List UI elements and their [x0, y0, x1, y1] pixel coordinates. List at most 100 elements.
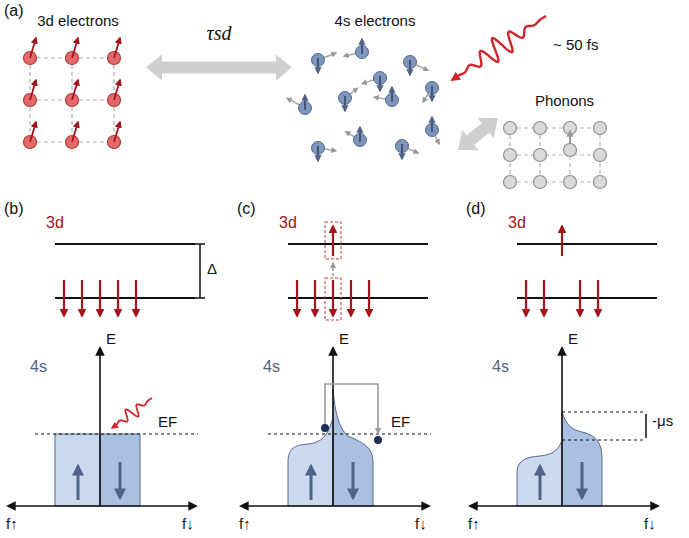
group-heading: 4s electrons	[292, 12, 458, 30]
group-heading: Phonons	[498, 92, 631, 110]
spin-down-distribution	[333, 390, 373, 506]
energy-level	[517, 297, 657, 299]
fermi-level	[35, 434, 198, 435]
particle-group: 4s electrons	[292, 12, 458, 162]
spin-down-distribution	[562, 412, 602, 506]
lattice-line	[510, 127, 600, 128]
energy-level	[288, 297, 428, 299]
coupling-connector	[458, 118, 498, 150]
panel-letter: (d)	[466, 200, 486, 218]
ion	[564, 176, 577, 189]
annotation: 3d	[46, 214, 64, 232]
gap-bracket	[195, 297, 205, 299]
ion	[564, 144, 577, 157]
spin-arrow	[431, 117, 433, 132]
energy-axis	[99, 348, 101, 506]
annotation: f↑	[6, 515, 18, 533]
3d-lattice	[24, 38, 121, 149]
annotation: 4s	[263, 358, 280, 376]
spin-arrow	[344, 96, 346, 111]
fermi-level	[268, 434, 431, 435]
spin-down-arrow	[581, 462, 584, 498]
ion	[504, 149, 517, 162]
spin-up-arrow	[77, 466, 80, 500]
energy-level	[517, 243, 657, 245]
spin-arrow	[317, 58, 319, 73]
spin-arrow	[391, 87, 393, 102]
3d-spin-down	[332, 280, 334, 316]
annotation: f↓	[644, 515, 656, 533]
panel-letter: (c)	[237, 200, 256, 218]
spin-down-arrow	[352, 462, 355, 498]
group-heading: 3d electrons	[10, 12, 146, 30]
gap-bracket	[199, 244, 201, 298]
dashed-box	[325, 278, 341, 320]
3d-spin-down	[99, 280, 101, 316]
annotation: EF	[158, 413, 177, 431]
spin-arrow	[114, 38, 120, 58]
3d-spin-up	[561, 226, 563, 256]
phonon-lattice	[504, 122, 607, 189]
ion	[594, 176, 607, 189]
3d-spin-down	[368, 280, 370, 316]
annotation: E	[568, 330, 578, 348]
spin-down-distribution	[100, 434, 140, 506]
spin-up-arrow	[539, 466, 542, 500]
annotation: f↓	[182, 515, 194, 533]
spin-arrow	[379, 76, 381, 91]
energy-level	[55, 243, 195, 245]
energy-axis	[561, 348, 563, 506]
3d-spin-down	[597, 280, 599, 316]
ion	[534, 122, 547, 135]
ion	[504, 122, 517, 135]
spin-arrow	[409, 60, 411, 75]
panel-letter: (a)	[4, 2, 24, 20]
lattice-line	[510, 154, 600, 155]
annotation: 3d	[279, 214, 297, 232]
annotation: ~ 50 fs	[553, 36, 598, 54]
gap-bracket	[195, 243, 205, 245]
chemical-potential-line	[562, 440, 646, 441]
ion	[534, 149, 547, 162]
annotation: 4s	[492, 358, 509, 376]
coupling-arrow	[458, 118, 498, 150]
lattice-line	[510, 181, 600, 182]
annotation: 3d	[508, 214, 526, 232]
coupling-connector	[146, 55, 292, 81]
spin-arrow	[431, 86, 433, 101]
electron-dot	[374, 436, 382, 444]
3d-spin-down	[314, 280, 316, 316]
panel-letter: (b)	[4, 200, 24, 218]
annotation: f↑	[468, 515, 480, 533]
3d-spin-down	[117, 280, 119, 316]
4s-electrons	[287, 39, 439, 161]
3d-spin-down	[525, 280, 527, 316]
ion	[594, 149, 607, 162]
3d-spin-down	[63, 280, 65, 316]
potential-bracket	[645, 414, 647, 438]
spin-arrow	[361, 39, 363, 54]
annotation: -μs	[652, 412, 673, 430]
edge-label: τsd	[204, 22, 235, 44]
3d-spin-down	[579, 280, 581, 316]
spin-arrow	[30, 38, 36, 58]
panel-2	[470, 226, 658, 506]
chemical-potential-line	[562, 412, 646, 413]
laser-pulse	[112, 398, 152, 428]
spin-arrow	[72, 80, 78, 100]
transfer-arrow	[325, 384, 378, 433]
spin-arrow	[304, 95, 306, 110]
spin-arrow	[72, 38, 78, 58]
electron-dot	[321, 424, 329, 432]
particle-group: 3d electrons	[10, 12, 146, 162]
spin-up-distribution	[288, 418, 333, 506]
ion	[504, 176, 517, 189]
spin-up-distribution	[517, 440, 562, 506]
energy-level	[55, 297, 195, 299]
annotation: Δ	[207, 260, 217, 278]
3d-spin-down	[543, 280, 545, 316]
annotation: E	[106, 330, 116, 348]
spin-arrow	[30, 122, 36, 142]
